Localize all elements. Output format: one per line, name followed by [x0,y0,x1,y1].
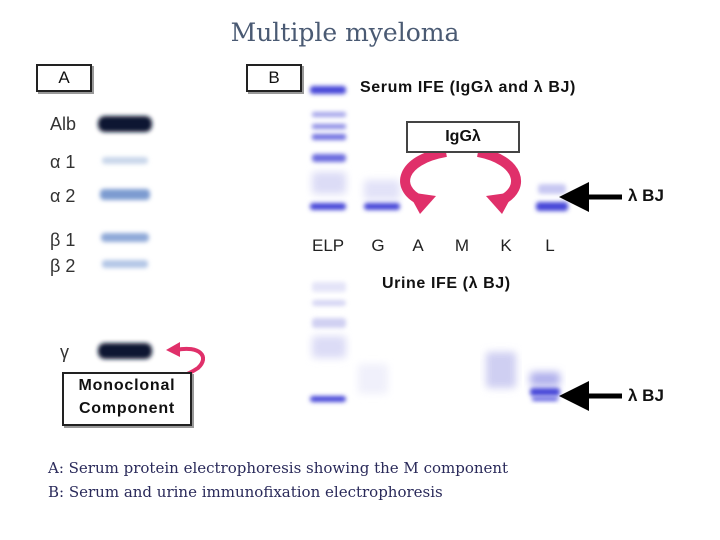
serum-elp-band [312,134,346,140]
fraction-label-beta2: β 2 [50,256,76,276]
urine-elp-band-bj [310,396,346,402]
fraction-label-alpha2: α 2 [50,186,76,206]
urine-ife-gel [310,282,560,402]
urine-elp-band [312,300,346,306]
serum-elp-band [312,112,346,117]
caption-a: A: Serum protein electrophoresis showing… [48,459,509,477]
urine-l-band-bj [532,397,558,401]
fraction-label-beta1: β 1 [50,230,76,250]
spe-band-alpha1 [102,157,148,164]
lane-label-m: M [454,236,470,255]
spe-band-albumin [98,116,152,132]
serum-elp-band [312,154,346,162]
urine-l-smear [530,372,560,386]
lane-label-l: L [545,236,555,255]
igg-lambda-arrows [400,147,521,214]
serum-elp-band-m [310,203,346,210]
urine-k-smear [486,352,516,388]
spe-band-alpha2 [100,189,150,200]
fraction-label-alpha1: α 1 [50,152,76,172]
urine-g-smear [358,364,388,394]
panel-b-label: B [246,64,302,92]
serum-elp-band [312,124,346,129]
fraction-label-alb: Alb [50,114,77,134]
urine-ife-header: Urine IFE (λ BJ) [382,275,511,292]
fraction-label-gamma: γ [60,342,69,362]
lane-label-elp: ELP [312,236,345,255]
component-text: Component [78,400,176,417]
lane-label-a: A [412,236,424,255]
serum-l-band-bj [536,202,568,211]
monoclonal-component-label: Monoclonal Component [62,372,192,426]
serum-elp-smear [312,172,346,194]
spe-band-beta2 [102,260,148,268]
left-arrowhead [408,192,436,214]
panel-a-label: A [36,64,92,92]
igg-lambda-label: IgGλ [406,121,520,153]
serum-l-band-light [538,184,566,194]
urine-elp-smear [312,336,346,358]
spe-lane [98,116,152,359]
serum-elp-band-albumin [310,86,346,94]
serum-ife-header: Serum IFE (IgGλ and λ BJ) [360,79,576,96]
spe-band-gamma-m-spike [98,343,152,359]
gamma-arrowhead [166,342,180,357]
lane-label-g: G [371,236,385,255]
serum-g-smear [364,180,400,200]
spe-band-beta1 [101,233,149,242]
serum-g-band [364,203,400,210]
urine-l-band-bj [530,388,560,396]
caption-b: B: Serum and urine immunofixation electr… [48,483,443,501]
urine-elp-band [312,318,346,328]
monoclonal-text: Monoclonal [78,377,176,394]
urine-elp-band [312,282,346,292]
page-title: Multiple myeloma [230,18,460,47]
urine-bj-label: λ BJ [628,386,664,405]
lane-label-k: K [500,236,512,255]
serum-bj-label: λ BJ [628,186,664,205]
right-arrowhead [486,192,514,214]
